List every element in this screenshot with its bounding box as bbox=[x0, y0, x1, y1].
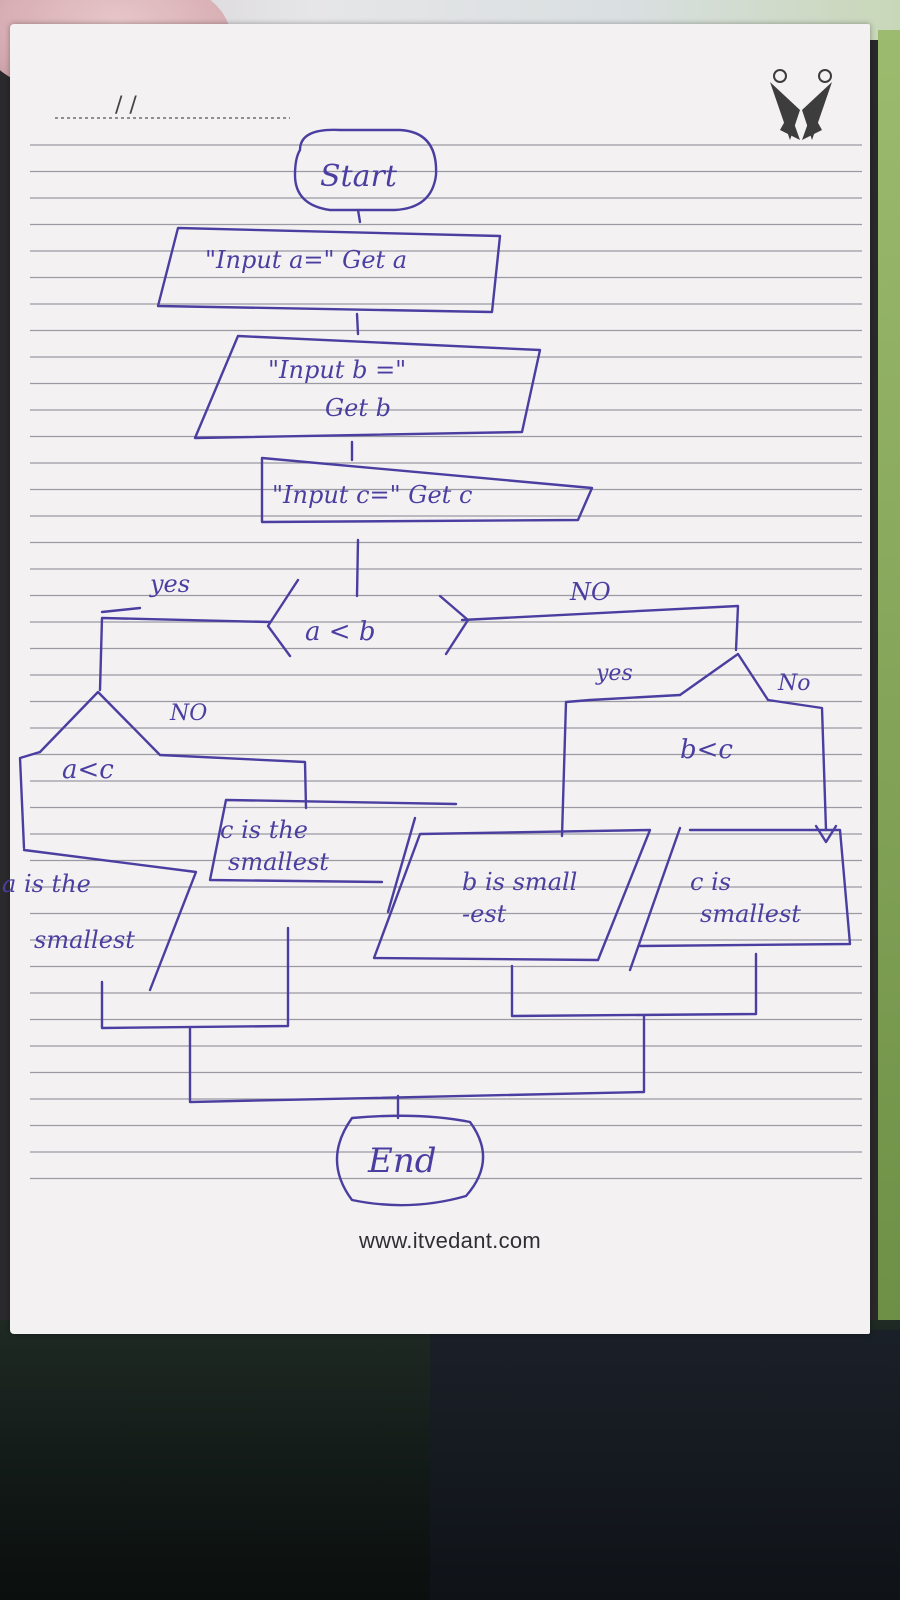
background-bottom-right bbox=[430, 1330, 900, 1600]
decision-ab-right bbox=[438, 594, 470, 656]
decision-ac-label: a<c bbox=[62, 755, 114, 785]
date-placeholder: / / bbox=[115, 93, 137, 118]
output-c2-label-2: smallest bbox=[700, 900, 801, 928]
decision-bc bbox=[678, 652, 828, 832]
input-a-box bbox=[156, 226, 502, 314]
input-b-label-1: "Input b =" bbox=[268, 356, 406, 384]
arrow-input-a-b bbox=[355, 312, 360, 336]
input-b-box bbox=[193, 334, 542, 440]
branch-ab-yes bbox=[98, 616, 272, 692]
ruled-lines bbox=[30, 144, 862, 1180]
arrow-bc-no bbox=[814, 824, 838, 844]
end-label: End bbox=[367, 1141, 436, 1181]
decision-ab-no-label: NO bbox=[569, 578, 611, 606]
merge-right bbox=[510, 952, 758, 1018]
output-a-label-1: a is the bbox=[2, 870, 91, 898]
input-b-label-2: Get b bbox=[325, 394, 391, 422]
output-b-label-1: b is small bbox=[462, 868, 577, 896]
output-c1-box bbox=[208, 798, 458, 914]
arrow-input-c-decision bbox=[355, 538, 360, 598]
output-c1-label-2: smallest bbox=[228, 848, 329, 876]
yes-tick bbox=[100, 606, 142, 614]
decision-ac bbox=[38, 690, 308, 810]
branch-bc-yes bbox=[560, 693, 682, 838]
decision-ab-left bbox=[266, 578, 300, 658]
output-c2-box bbox=[628, 826, 852, 972]
merge-left bbox=[100, 926, 290, 1030]
decision-ab-label: a < b bbox=[305, 617, 375, 647]
input-c-box bbox=[260, 456, 594, 524]
output-b-box bbox=[372, 828, 652, 962]
footer-url: www.itvedant.com bbox=[358, 1228, 542, 1253]
input-c-label: "Input c=" Get c bbox=[272, 481, 472, 509]
start-terminator bbox=[293, 128, 438, 212]
input-a-label: "Input a=" Get a bbox=[205, 246, 407, 274]
branch-ab-no bbox=[460, 604, 740, 652]
decision-bc-label: b<c bbox=[680, 735, 733, 765]
branch-ac-yes bbox=[18, 750, 42, 850]
decision-bc-yes-label: yes bbox=[595, 661, 633, 686]
output-a-box bbox=[22, 848, 198, 992]
background-right-edge bbox=[878, 30, 900, 1350]
output-a-label-2: smallest bbox=[34, 926, 135, 954]
output-b-label-2: -est bbox=[462, 900, 507, 928]
decision-ab-yes-label: yes bbox=[149, 570, 190, 598]
end-terminator bbox=[335, 1114, 485, 1207]
output-c2-label-1: c is bbox=[690, 868, 731, 896]
start-label: Start bbox=[320, 159, 398, 194]
decision-bc-no-label: No bbox=[777, 671, 811, 696]
output-c1-label-1: c is the bbox=[220, 816, 308, 844]
decision-ac-no-label: NO bbox=[169, 701, 207, 726]
notebook-page bbox=[10, 24, 870, 1334]
butterfly-logo bbox=[770, 69, 832, 140]
merge-bottom bbox=[188, 1014, 646, 1104]
arrow-start-input-a bbox=[356, 208, 362, 224]
